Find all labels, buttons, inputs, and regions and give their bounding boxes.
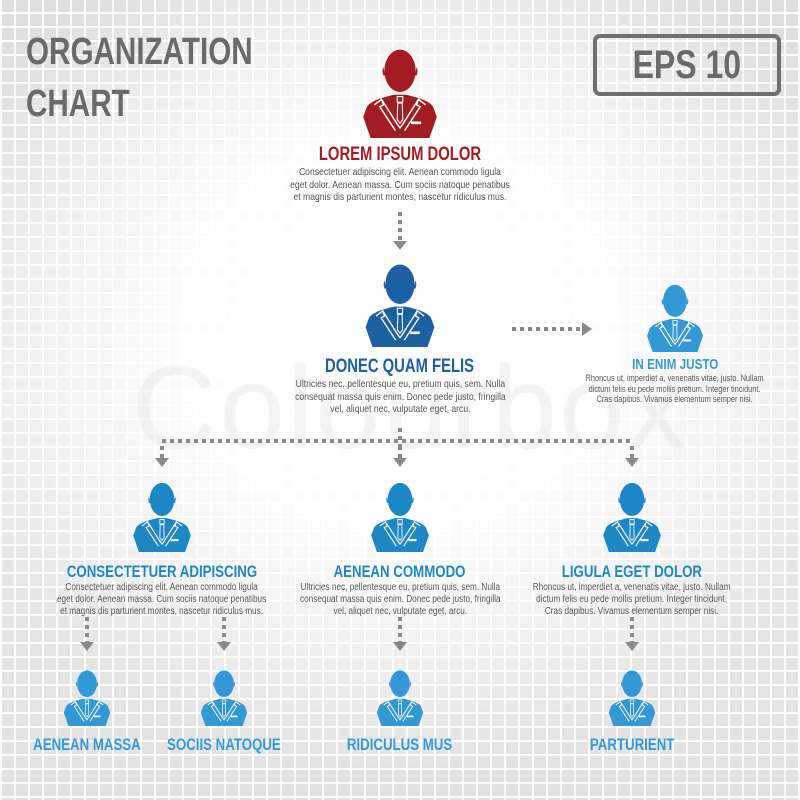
node-leaf-aenean-massa[interactable]: AENEAN MASSA <box>17 662 157 755</box>
node-description: Rhoncus ut, imperdiet a, venenatis vitae… <box>585 373 765 404</box>
person-icon <box>357 256 443 352</box>
arrow-right-icon <box>582 322 592 336</box>
node-description: Consectetuer adipiscing elit. Aenean com… <box>290 166 510 203</box>
node-ceo[interactable]: LOREM IPSUM DOLOR Consectetuer adipiscin… <box>250 44 550 204</box>
node-name: AENEAN COMMODO <box>334 562 466 581</box>
person-icon <box>364 474 436 558</box>
arrow-down-icon <box>625 458 639 467</box>
eps-badge-label: EPS 10 <box>632 42 742 87</box>
node-name: LOREM IPSUM DOLOR <box>318 144 482 165</box>
arrow-down-icon <box>217 642 231 651</box>
node-name: CONSECTETUER ADIPISCING <box>66 562 258 581</box>
node-dept-left[interactable]: CONSECTETUER ADIPISCING Consectetuer adi… <box>37 474 287 618</box>
node-leaf-ridiculus-mus[interactable]: RIDICULUS MUS <box>330 662 470 755</box>
person-icon <box>58 662 116 732</box>
node-name: RIDICULUS MUS <box>347 735 453 754</box>
arrow-down-icon <box>625 642 639 651</box>
node-name: LIGULA EGET DOLOR <box>561 562 703 581</box>
node-leaf-sociis-natoque[interactable]: SOCIIS NATOQUE <box>154 662 294 755</box>
person-icon <box>640 280 710 354</box>
person-icon <box>371 662 429 732</box>
node-dept-right[interactable]: LIGULA EGET DOLOR Rhoncus ut, imperdiet … <box>507 474 757 618</box>
arrow-down-icon <box>155 458 169 467</box>
arrow-down-icon <box>393 642 407 651</box>
node-description: Ultricies nec, pellentesque eu, pretium … <box>294 378 506 415</box>
node-name: DONEC QUAM FELIS <box>325 356 475 377</box>
chart-title-line2: CHART <box>26 83 130 125</box>
node-description: Ultricies nec, pellentesque eu, pretium … <box>299 582 501 617</box>
node-description: Rhoncus ut, imperdiet a, venenatis vitae… <box>533 582 731 617</box>
chart-title-line1: ORGANIZATION <box>26 31 253 73</box>
person-icon <box>354 44 446 140</box>
node-manager[interactable]: DONEC QUAM FELIS Ultricies nec, pellente… <box>250 256 550 416</box>
person-icon <box>195 662 253 732</box>
node-leaf-parturient[interactable]: PARTURIENT <box>562 662 702 755</box>
arrow-down-icon <box>393 241 407 250</box>
person-icon <box>596 474 668 558</box>
node-name: AENEAN MASSA <box>33 735 141 754</box>
node-assistant[interactable]: IN ENIM JUSTO Rhoncus ut, imperdiet a, v… <box>565 280 785 405</box>
arrow-down-icon <box>80 642 94 651</box>
arrow-down-icon <box>393 458 407 467</box>
chart-title: ORGANIZATION CHART <box>26 26 253 130</box>
node-name: SOCIIS NATOQUE <box>167 735 281 754</box>
person-icon <box>603 662 661 732</box>
node-description: Consectetuer adipiscing elit. Aenean com… <box>57 582 267 617</box>
node-dept-center[interactable]: AENEAN COMMODO Ultricies nec, pellentesq… <box>275 474 525 618</box>
eps-badge: EPS 10 <box>593 34 781 96</box>
node-name: IN ENIM JUSTO <box>631 356 719 373</box>
person-icon <box>126 474 198 558</box>
node-name: PARTURIENT <box>589 735 675 754</box>
